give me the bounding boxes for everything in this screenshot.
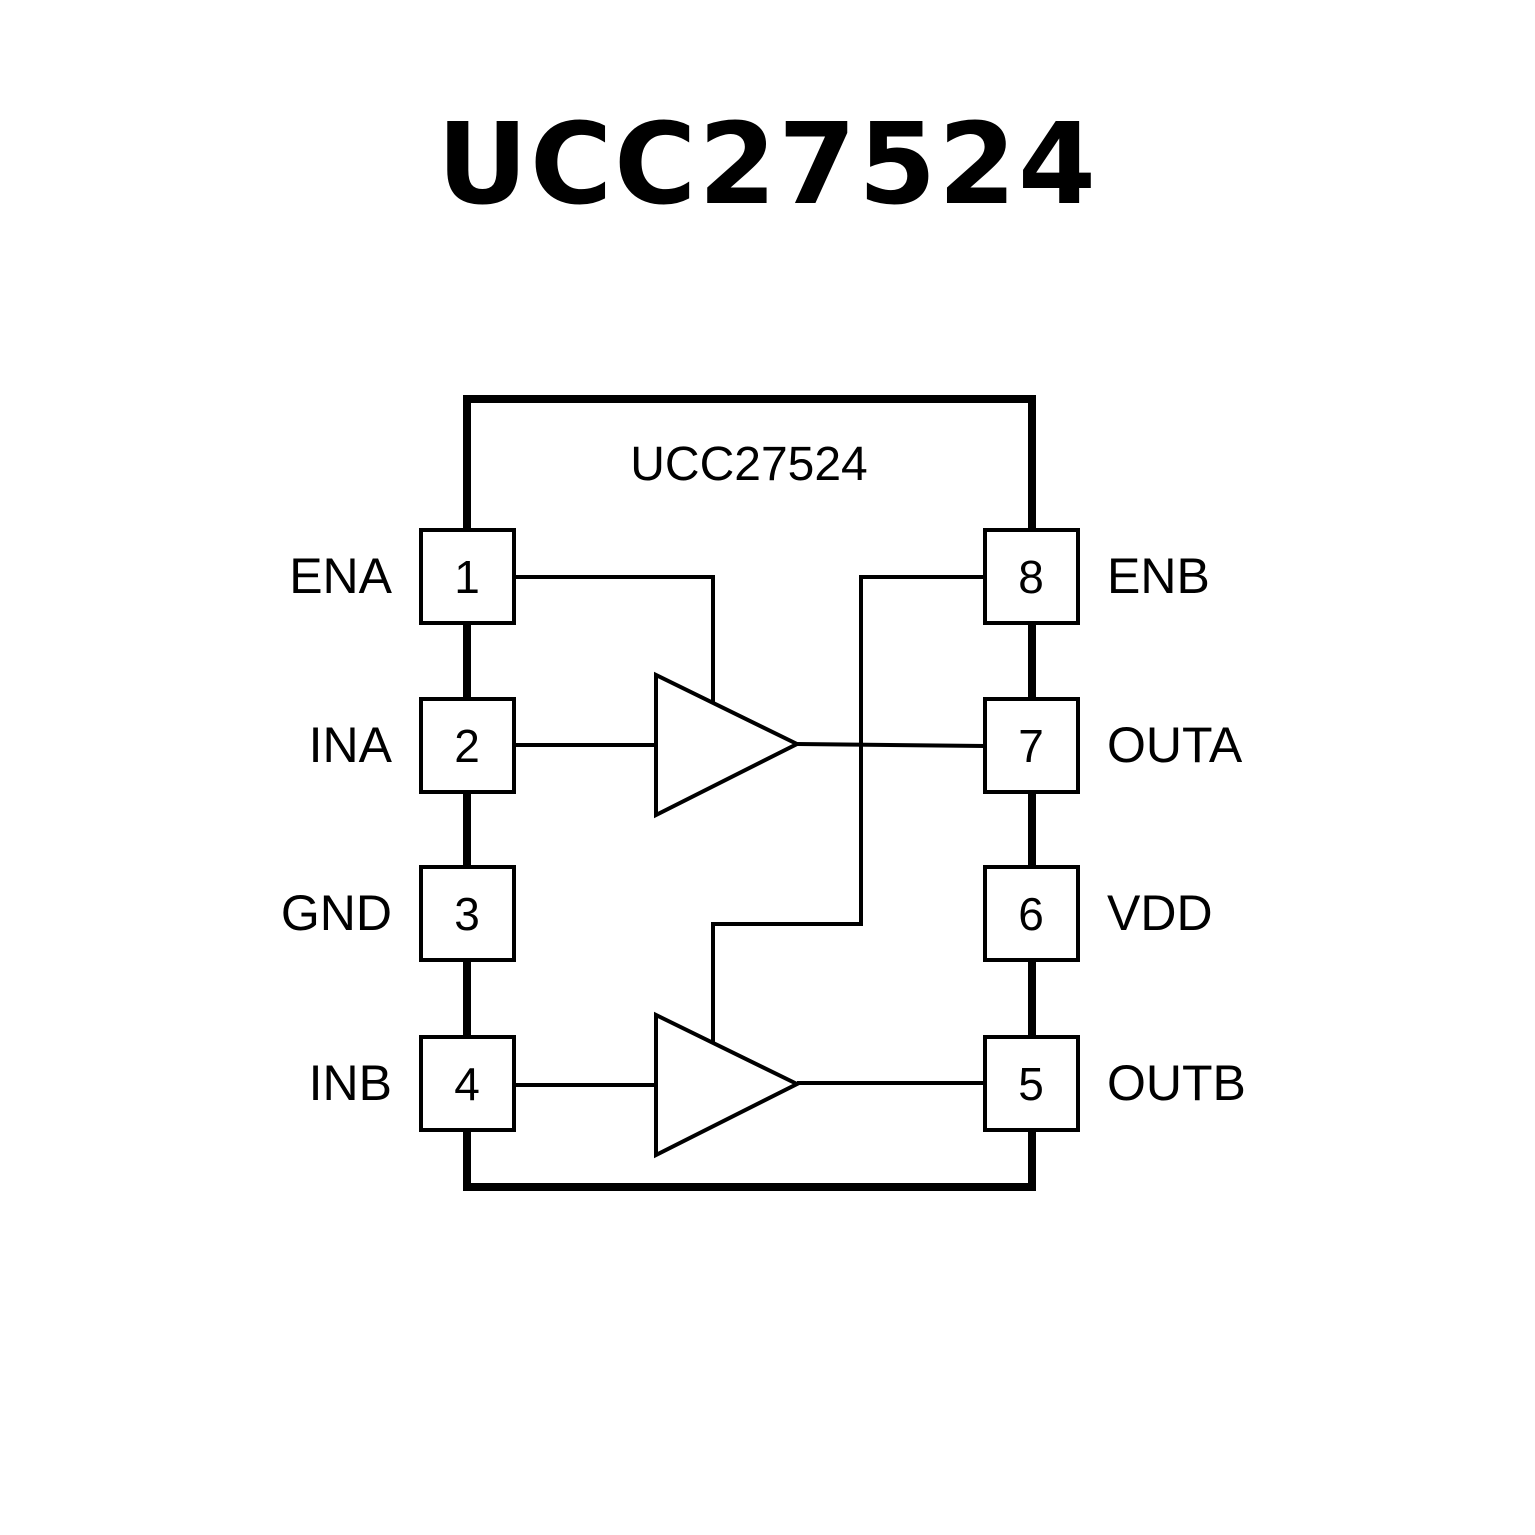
- chip-label: UCC27524: [630, 438, 867, 491]
- pin-number: 7: [1018, 720, 1044, 772]
- pin-number: 2: [454, 720, 480, 772]
- pin-label-gnd: GND: [281, 885, 392, 941]
- pin-label-inb: INB: [309, 1055, 392, 1111]
- driver-b-buffer-icon: [654, 1011, 802, 1159]
- wiring: [514, 575, 986, 1087]
- pin-5: 5 OUTB: [983, 1035, 1246, 1132]
- pin-label-ena: ENA: [289, 548, 392, 604]
- pin-number: 8: [1018, 551, 1044, 603]
- pin-number: 3: [454, 888, 480, 940]
- pin-3: 3 GND: [281, 865, 516, 962]
- pin-label-outa: OUTA: [1107, 717, 1243, 773]
- page-title: UCC27524: [437, 100, 1098, 230]
- package-outline: [463, 395, 1036, 1191]
- pin-1: 1 ENA: [289, 528, 516, 625]
- pin-7: 7 OUTA: [983, 697, 1243, 794]
- pin-8: 8 ENB: [983, 528, 1210, 625]
- pin-4: 4 INB: [309, 1035, 516, 1132]
- pin-label-vdd: VDD: [1107, 885, 1213, 941]
- pin-label-enb: ENB: [1107, 548, 1210, 604]
- wire-enb: [711, 575, 985, 1042]
- pin-number: 4: [454, 1058, 480, 1110]
- wire-outa: [796, 742, 986, 748]
- wire-ena: [514, 575, 715, 702]
- pin-label-ina: INA: [309, 717, 393, 773]
- driver-a-buffer-icon: [654, 671, 802, 819]
- pin-label-outb: OUTB: [1107, 1055, 1246, 1111]
- pin-number: 5: [1018, 1058, 1044, 1110]
- pin-6: 6 VDD: [983, 865, 1213, 962]
- pin-number: 6: [1018, 888, 1044, 940]
- pin-2: 2 INA: [309, 697, 516, 794]
- pin-number: 1: [454, 551, 480, 603]
